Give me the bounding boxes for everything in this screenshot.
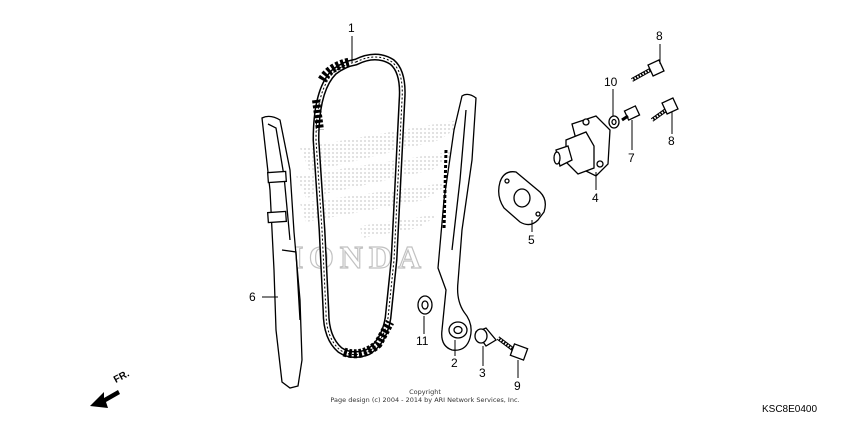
- callout-10: 10: [604, 75, 618, 89]
- callout-11: 11: [416, 334, 429, 348]
- gasket-part-5: [498, 171, 546, 226]
- callout-9: 9: [514, 379, 521, 393]
- callout-7: 7: [628, 151, 635, 165]
- bolt-part-8-lower: [650, 97, 679, 122]
- callout-8-upper: 8: [656, 29, 663, 43]
- callout-2: 2: [451, 356, 458, 370]
- honda-watermark: HONDA: [277, 118, 470, 276]
- tensioner-lifter-part-4: [553, 115, 611, 177]
- callout-1: 1: [348, 21, 355, 35]
- o-ring-part-10: [608, 115, 620, 129]
- front-direction-arrow-icon: [90, 390, 120, 408]
- tensioner-arm-part-2: [437, 93, 477, 351]
- catalog-code: KSC8E0400: [762, 404, 818, 415]
- watermark-text: HONDA: [278, 239, 427, 275]
- callout-5: 5: [528, 233, 535, 247]
- callout-4: 4: [592, 191, 599, 205]
- copyright-title: Copyright: [409, 388, 441, 396]
- callout-6: 6: [249, 290, 256, 304]
- chain-guide-part-6: [261, 115, 303, 389]
- sealing-bolt-part-7: [621, 105, 641, 122]
- copyright-notice: Copyright Page design (c) 2004 - 2014 by…: [330, 388, 520, 404]
- copyright-line: Page design (c) 2004 - 2014 by ARI Netwo…: [330, 396, 520, 405]
- washer-part-11: [417, 295, 433, 315]
- leader-lines: [262, 36, 673, 378]
- bolt-part-8-upper: [631, 59, 665, 82]
- callout-8-lower: 8: [668, 134, 675, 148]
- callout-3: 3: [479, 366, 486, 380]
- bolt-part-9: [496, 336, 529, 361]
- cam-chain-part-1: [312, 53, 406, 359]
- collar-part-3: [474, 327, 497, 347]
